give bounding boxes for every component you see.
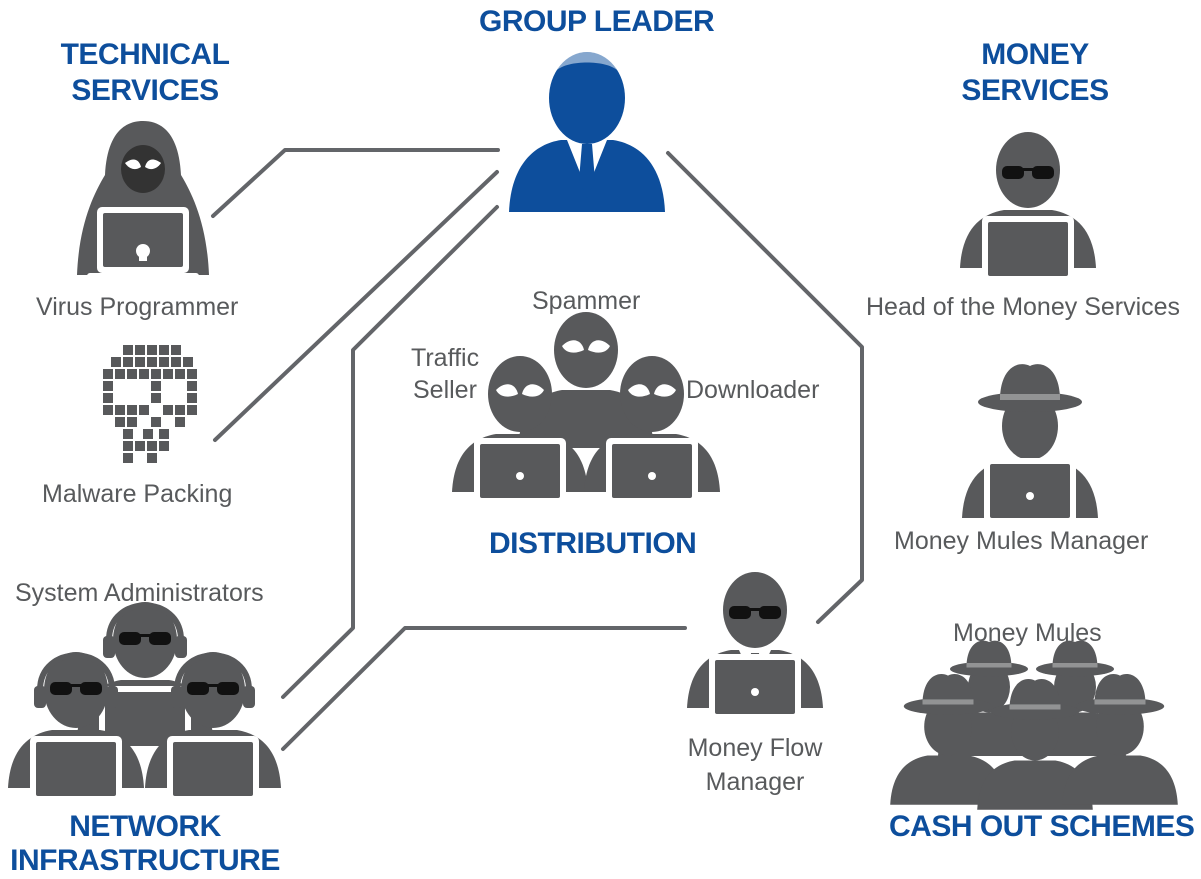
sunglasses-agent-icon	[960, 132, 1096, 291]
fedora-crowd-icon	[890, 640, 1178, 810]
title-group-leader: GROUP LEADER	[479, 5, 715, 38]
label-downloader: Downloader	[686, 376, 820, 404]
pixel-skull-icon	[103, 345, 197, 463]
hooded-hacker-icon	[77, 121, 209, 282]
masked-hackers-icon	[452, 312, 720, 513]
title-distribution: DISTRIBUTION	[489, 527, 697, 560]
title-network-infrastructure-line2: INFRASTRUCTURE	[10, 844, 280, 877]
label-head-money-services: Head of the Money Services	[866, 293, 1181, 321]
label-money-flow-manager-line2: Manager	[705, 768, 805, 796]
label-money-flow-manager-line1: Money Flow	[687, 734, 823, 762]
label-system-administrators: System Administrators	[15, 579, 264, 607]
title-network-infrastructure-line1: NETWORK	[69, 810, 221, 843]
connector-money-services	[666, 151, 864, 624]
title-technical-services-line2: SERVICES	[71, 74, 219, 107]
label-money-mules: Money Mules	[953, 619, 1102, 647]
connector-system-admins	[281, 205, 499, 699]
label-malware-packing: Malware Packing	[42, 480, 233, 508]
title-money-services-line2: SERVICES	[961, 74, 1109, 107]
title-cash-out-schemes: CASH OUT SCHEMES	[889, 810, 1195, 843]
fedora-manager-icon	[962, 364, 1098, 533]
label-traffic-seller-line2: Seller	[413, 376, 477, 404]
suited-agent-icon	[687, 572, 823, 729]
label-spammer: Spammer	[532, 287, 641, 315]
connector-technical-services	[211, 148, 500, 218]
label-virus-programmer: Virus Programmer	[36, 293, 239, 321]
label-money-mules-manager: Money Mules Manager	[894, 527, 1149, 555]
title-technical-services-line1: TECHNICAL	[60, 38, 230, 71]
connector-malware-packing	[213, 170, 499, 442]
connector-lines	[211, 148, 864, 751]
businessman-icon	[509, 52, 665, 212]
connector-network-infra	[281, 626, 687, 751]
title-money-services-line1: MONEY	[981, 38, 1089, 71]
label-traffic-seller-line1: Traffic	[411, 344, 480, 372]
headset-admins-icon	[8, 602, 281, 811]
